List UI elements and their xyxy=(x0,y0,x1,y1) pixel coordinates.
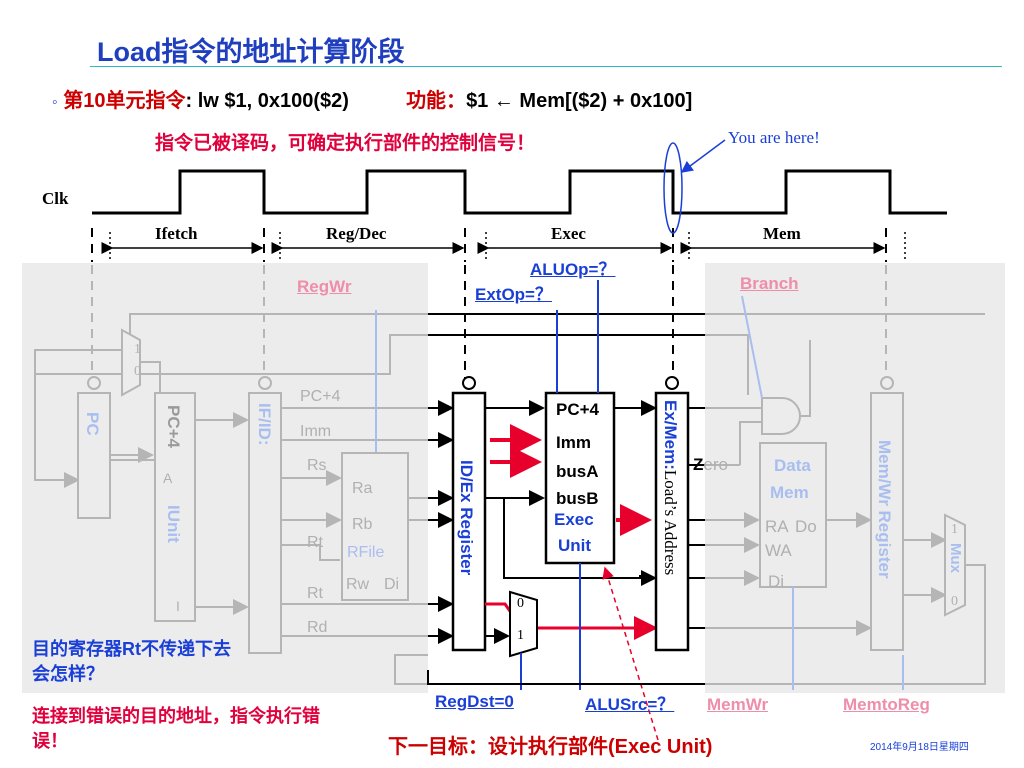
if-id-register xyxy=(248,392,282,654)
rfile-ra: Ra xyxy=(352,480,373,497)
pc-mux-one: 1 xyxy=(134,342,141,357)
stage-ifetch: Ifetch xyxy=(155,224,198,243)
exec-imm: Imm xyxy=(556,433,591,452)
data-mem-label-2: Mem xyxy=(770,483,809,502)
clock-label: Clk xyxy=(42,189,69,208)
extop-signal: ExtOp=？ xyxy=(475,285,552,304)
alusrc-signal: ALUSrc=？ xyxy=(585,695,675,714)
rfile-rb: Rb xyxy=(352,516,373,533)
mux-zero: 0 xyxy=(951,594,958,609)
regdst-mux-one: 1 xyxy=(517,628,524,643)
writeback-mux xyxy=(944,513,966,617)
slide-title: Load指令的地址计算阶段 xyxy=(97,37,405,67)
mem-do: Do xyxy=(795,517,817,536)
pc-mux xyxy=(121,328,141,397)
function-expression: $1 ← Mem[($2) + 0x100] xyxy=(466,90,693,112)
iunit-pc4-label: PC+4 xyxy=(164,405,183,448)
iunit-i-label: I xyxy=(176,598,180,614)
you-are-here-label: You are here! xyxy=(728,128,820,147)
instruction-text: lw $1, 0x100($2) xyxy=(197,90,349,112)
register-file xyxy=(341,452,409,601)
ex-mem-register xyxy=(654,391,690,652)
branch-and-gate xyxy=(761,397,801,435)
ifid-rs-out: Rs xyxy=(307,457,327,474)
id-ex-register xyxy=(451,391,487,652)
memwr-signal: MemWr xyxy=(707,695,769,714)
bullet-unit-label: 单元指令 xyxy=(105,90,186,112)
answer-text: 连接到错误的目的地址，指令执行错误！ xyxy=(32,706,320,751)
question-text: 目的寄存器Rt不传递下去会怎样？ xyxy=(32,639,231,684)
mux-label: Mux xyxy=(947,543,964,573)
ifid-rt-out-2: Rt xyxy=(307,585,323,602)
exec-busa: busA xyxy=(556,462,599,481)
exec-busb: busB xyxy=(556,489,599,508)
iunit-name: IUnit xyxy=(164,505,183,543)
mux-one: 1 xyxy=(951,522,958,537)
regdst-mux-zero: 0 xyxy=(517,596,524,611)
regdst-signal: RegDst=0 xyxy=(435,692,514,711)
bullet-prefix: 第 xyxy=(63,90,84,112)
instruction-unit xyxy=(154,392,196,622)
pc-label: PC xyxy=(83,412,102,436)
rfile-di: Di xyxy=(384,576,400,593)
title-divider xyxy=(90,66,1002,67)
exec-unit-label: Exec xyxy=(554,510,594,529)
ifid-imm-out: Imm xyxy=(300,423,332,440)
stage-reg-dec: Reg/Dec xyxy=(326,224,387,243)
bullet-marker: ◦ xyxy=(52,94,58,111)
data-mem-label: Data xyxy=(774,456,811,475)
exec-pc4: PC+4 xyxy=(556,400,599,419)
clock-waveform xyxy=(92,169,947,215)
iunit-a-label: A xyxy=(163,470,173,486)
execution-unit xyxy=(544,391,616,565)
bullet-number: 10 xyxy=(83,90,106,112)
ex-mem-label: Ex/Mem:Load’s Address xyxy=(661,400,680,576)
masked-mem-region xyxy=(705,263,1005,693)
decoded-note: 指令已被译码，可确定执行部件的控制信号！ xyxy=(155,133,536,154)
mem-wa: WA xyxy=(765,541,792,560)
if-id-label: IF/ID: xyxy=(255,403,274,446)
regdst-mux xyxy=(509,590,538,658)
function-label: 功能： xyxy=(406,90,467,112)
stage-mem: Mem xyxy=(763,224,801,243)
mem-wr-register xyxy=(870,392,904,651)
mem-di: Di xyxy=(768,572,785,591)
ifid-rd-out: Rd xyxy=(307,619,328,636)
zero-label: Zero xyxy=(693,455,728,474)
branch-signal: Branch xyxy=(740,274,799,293)
rfile-rw: Rw xyxy=(346,576,370,593)
instruction-bullet: ◦ 第10单元指令: lw $1, 0x100($2) 功能：$1 ← Mem[… xyxy=(52,84,692,113)
aluop-signal: ALUOp=？ xyxy=(530,260,616,279)
id-ex-label: ID/Ex Register xyxy=(457,460,476,576)
ifid-rt-out: Rt xyxy=(307,534,323,551)
mem-wr-label: Mem/Wr Register xyxy=(875,440,894,579)
next-goal-text: 下一目标：设计执行部件(Exec Unit) xyxy=(388,736,713,758)
pc-mux-zero: 0 xyxy=(134,364,141,379)
memtoreg-signal: MemtoReg xyxy=(843,695,930,714)
exec-unit-label-2: Unit xyxy=(558,536,592,555)
date-footer: 2014年9月18日星期四 xyxy=(870,742,969,753)
regwr-signal: RegWr xyxy=(297,277,352,296)
stage-exec: Exec xyxy=(551,224,586,243)
bullet-colon: : xyxy=(185,90,193,112)
ifid-pc4-out: PC+4 xyxy=(300,388,341,405)
mem-ra: RA xyxy=(765,517,789,536)
you-are-here-marker xyxy=(663,142,683,234)
rfile-name: RFile xyxy=(347,544,385,561)
